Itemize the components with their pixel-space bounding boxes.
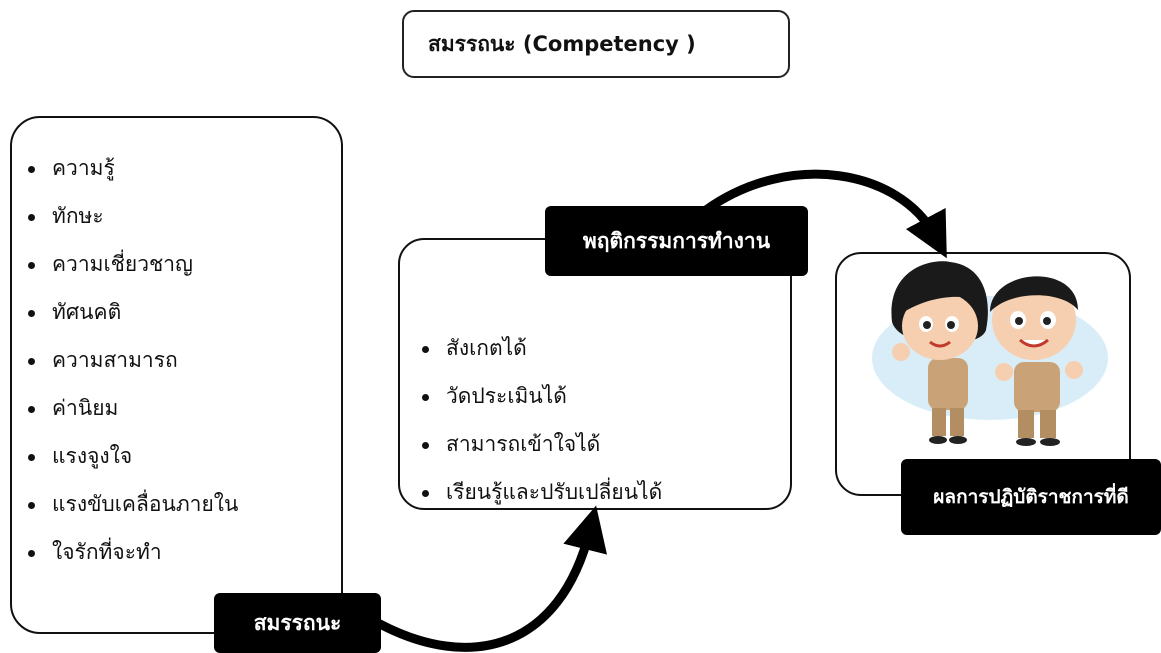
list-item: ความสามารถ xyxy=(26,336,238,384)
list-item: ทักษะ xyxy=(26,192,238,240)
list-item: ทัศนคติ xyxy=(26,288,238,336)
woman-figure xyxy=(891,261,988,444)
arrow-competency-to-behavior xyxy=(375,505,608,652)
diagram-title: สมรรถนะ (Competency ) xyxy=(402,10,790,78)
arrow-behavior-to-result xyxy=(703,169,947,259)
performance-result-tag: ผลการปฏิบัติราชการที่ดี xyxy=(901,459,1161,535)
list-item: ความรู้ xyxy=(26,144,238,192)
list-item: แรงขับเคลื่อนภายใน xyxy=(26,480,238,528)
list-item: ความเชี่ยวชาญ xyxy=(26,240,238,288)
competency-tag: สมรรถนะ xyxy=(214,593,381,653)
list-item: ใจรักที่จะทำ xyxy=(26,528,238,576)
work-behavior-tag: พฤติกรรมการทำงาน xyxy=(545,206,808,276)
civil-servants-illustration xyxy=(872,261,1108,446)
list-item: เรียนรู้และปรับเปลี่ยนได้ xyxy=(420,468,662,516)
work-behavior-list: สังเกตได้ วัดประเมินได้ สามารถเข้าใจได้ … xyxy=(420,324,662,516)
competency-components-list: ความรู้ ทักษะ ความเชี่ยวชาญ ทัศนคติ ความ… xyxy=(26,144,238,576)
man-figure xyxy=(990,276,1083,446)
competency-components-box xyxy=(10,116,343,634)
list-item: ค่านิยม xyxy=(26,384,238,432)
list-item: วัดประเมินได้ xyxy=(420,372,662,420)
list-item: สามารถเข้าใจได้ xyxy=(420,420,662,468)
list-item: แรงจูงใจ xyxy=(26,432,238,480)
list-item: สังเกตได้ xyxy=(420,324,662,372)
